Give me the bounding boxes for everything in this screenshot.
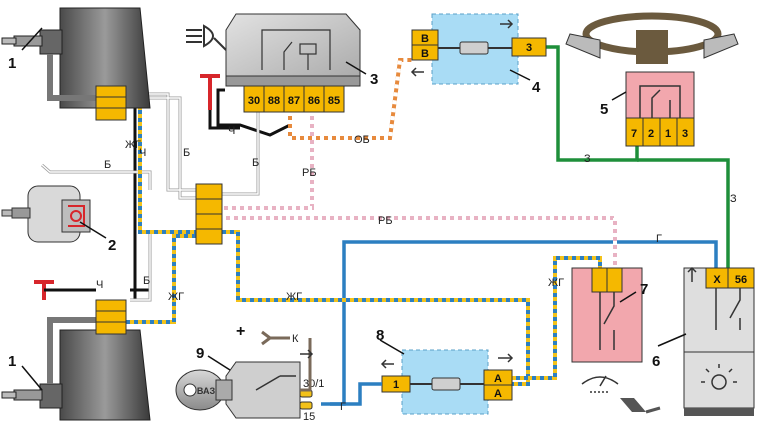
label-zhg-right: ЖГ bbox=[548, 277, 564, 289]
label-b-top1: Б bbox=[104, 159, 111, 171]
relay bbox=[225, 13, 361, 113]
fuse-lower-pin-a1: A bbox=[494, 373, 502, 385]
number-relay: 3 bbox=[370, 71, 378, 88]
lamp-icon bbox=[701, 364, 737, 390]
fuse-block-upper bbox=[411, 13, 547, 85]
number-steering-switch: 5 bbox=[600, 101, 608, 118]
label-ch-bottom: Ч bbox=[96, 279, 103, 291]
label-g-ign: Г bbox=[340, 401, 346, 413]
fuse-upper-pin-3: 3 bbox=[526, 42, 532, 54]
switch5-pin-3: 3 bbox=[682, 128, 688, 140]
label-zhg-top: ЖГ bbox=[125, 139, 141, 151]
lamp-top bbox=[1, 7, 151, 121]
label-ch-top: Ч bbox=[139, 147, 146, 159]
number-wiper-switch: 7 bbox=[640, 281, 648, 298]
label-rb-long: РБ bbox=[378, 215, 393, 227]
label-rb-relay: РБ bbox=[302, 167, 317, 179]
label-g-long: Г bbox=[656, 233, 662, 245]
number-fuse-upper: 4 bbox=[532, 79, 541, 96]
number-motor: 2 bbox=[108, 237, 116, 254]
arrow-ignition-icon bbox=[300, 349, 314, 359]
arrow-lower-icons bbox=[380, 353, 514, 369]
ground-symbol-relay bbox=[200, 74, 240, 130]
washer-motor bbox=[1, 185, 91, 243]
relay-pin-85: 85 bbox=[328, 95, 340, 107]
fuse-upper-pin-b2: B bbox=[421, 48, 429, 60]
fuse-lower-pin-a2: A bbox=[494, 388, 502, 400]
relay-pin-86: 86 bbox=[308, 95, 320, 107]
label-ch-relay: Ч bbox=[228, 125, 235, 137]
number-lamp-top: 1 bbox=[8, 55, 16, 72]
lamp-bottom bbox=[1, 299, 151, 421]
ignition-terminal-15: 15 bbox=[303, 411, 315, 423]
label-b-relay: Б bbox=[252, 157, 259, 169]
label-b-top2: Б bbox=[183, 147, 190, 159]
switch5-pin-1: 1 bbox=[665, 128, 671, 140]
number-lamp-bottom: 1 bbox=[8, 353, 16, 370]
wiper-switch bbox=[571, 267, 643, 363]
ground-symbol-bottom bbox=[34, 280, 96, 300]
relay-pin-30: 30 bbox=[248, 95, 260, 107]
arrow-up-icon bbox=[687, 266, 697, 282]
relay-pin-87: 87 bbox=[288, 95, 300, 107]
switch6-pin-56: 56 bbox=[735, 274, 747, 286]
steering-wheel-icon bbox=[565, 12, 739, 64]
fuse-lower-pin-1: 1 bbox=[393, 379, 399, 391]
label-z-right: З bbox=[730, 193, 737, 205]
label-zhg-mid: ЖГ bbox=[286, 291, 302, 303]
ignition-switch bbox=[175, 361, 313, 419]
switch5-pin-7: 7 bbox=[631, 128, 637, 140]
ignition-terminal-30-1: 30/1 bbox=[303, 378, 324, 390]
headlight-icon bbox=[186, 24, 227, 51]
label-zhg-bottom: ЖГ bbox=[168, 291, 184, 303]
label-z-left: З bbox=[584, 153, 591, 165]
arrow-in-icon bbox=[410, 19, 514, 77]
fuse-block-lower bbox=[381, 349, 513, 415]
central-connector bbox=[195, 183, 223, 245]
ignition-key-label: ВАЗ bbox=[197, 386, 216, 396]
relay-pin-88: 88 bbox=[268, 95, 280, 107]
label-plus: + bbox=[236, 323, 245, 340]
wiper-icon bbox=[581, 375, 619, 393]
switch6-pin-x: X bbox=[713, 274, 721, 286]
fuse-upper-pin-b1: B bbox=[421, 33, 429, 45]
number-light-switch: 6 bbox=[652, 353, 660, 370]
switch5-pin-2: 2 bbox=[648, 128, 654, 140]
light-switch bbox=[683, 267, 755, 416]
label-b-mid: Б bbox=[143, 275, 150, 287]
steering-switch bbox=[625, 71, 695, 147]
number-ignition: 9 bbox=[196, 345, 204, 362]
wire-green bbox=[545, 45, 730, 268]
label-ob: ОБ bbox=[354, 134, 370, 146]
label-k: К bbox=[292, 333, 299, 345]
pedal-icon bbox=[620, 398, 661, 414]
wire-orange bbox=[288, 58, 412, 140]
wire-pink bbox=[222, 112, 617, 268]
number-fuse-lower: 8 bbox=[376, 327, 384, 344]
